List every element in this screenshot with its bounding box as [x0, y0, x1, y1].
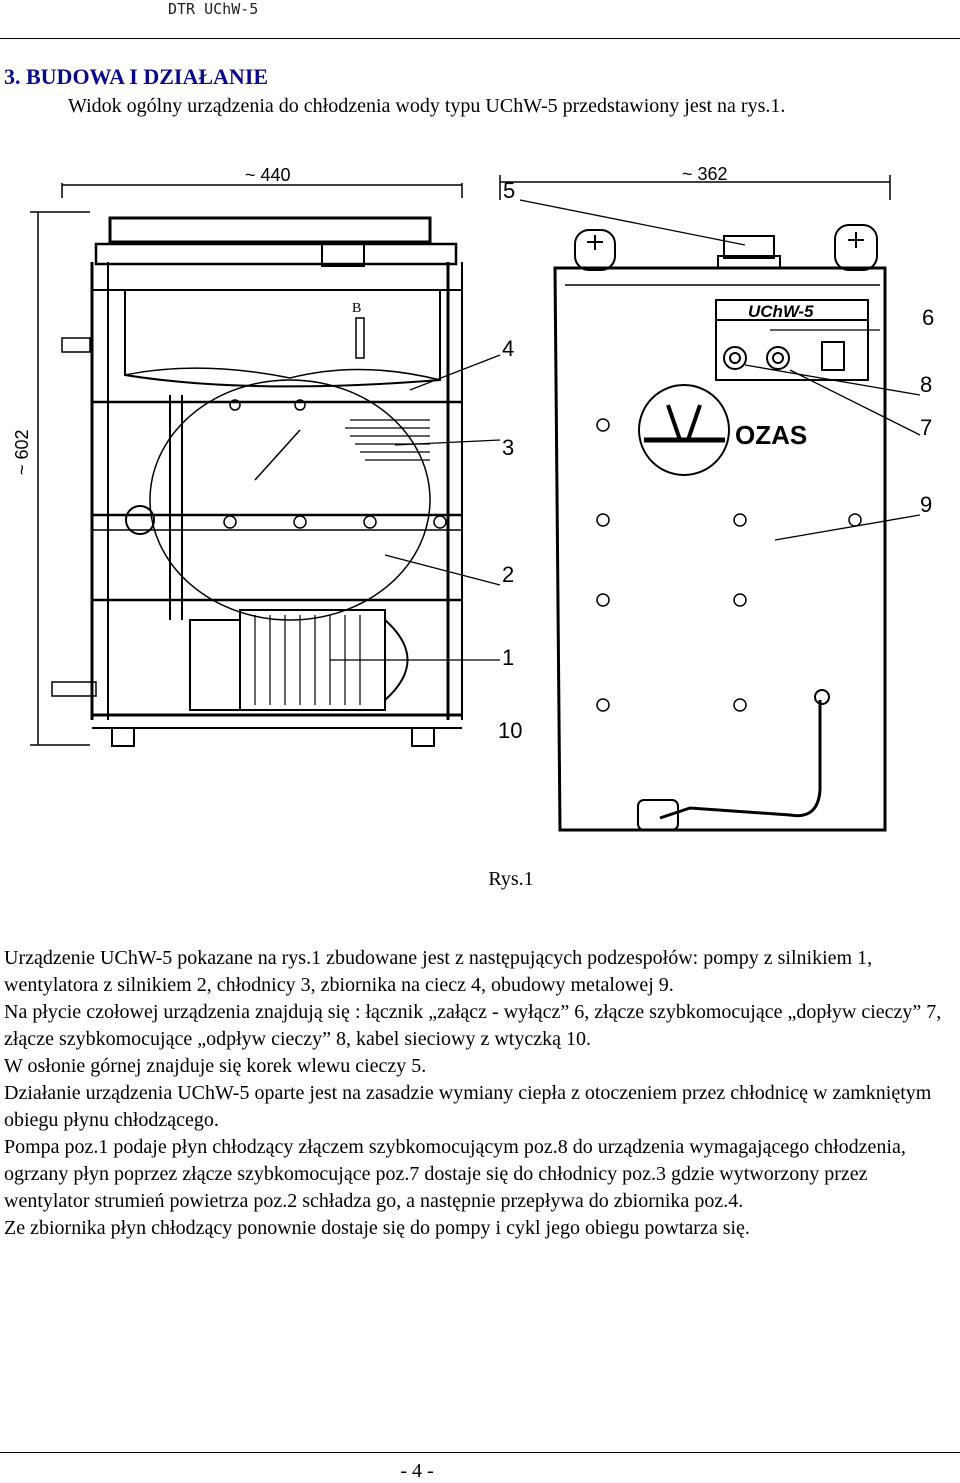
callout-3: 3 [502, 435, 514, 460]
callout-9: 9 [920, 492, 932, 517]
brand-logo-text: OZAS [735, 420, 807, 450]
callout-8: 8 [920, 372, 932, 397]
width-dimension-left: ~ 440 [61, 165, 463, 198]
page-number: - 4 - [400, 1460, 434, 1482]
front-view: ~ 362 UChW-5 OZAS [499, 164, 891, 832]
document-header-title: DTR UChW-5 [168, 0, 259, 18]
header-divider [0, 38, 960, 39]
callout-2: 2 [502, 562, 514, 587]
dimension-height: ~ 602 [12, 429, 32, 475]
panel-model-label: UChW-5 [748, 302, 814, 321]
callout-numbers: 5 6 8 7 9 4 3 2 1 10 [498, 178, 934, 743]
paragraph-filler-cap: W osłonie górnej znajduje się korek wlew… [4, 1055, 427, 1077]
body-text: Urządzenie UChW-5 pokazane na rys.1 zbud… [4, 945, 954, 1242]
technical-drawing-figure: ~ 440 ~ 602 B [0, 155, 960, 875]
callout-4: 4 [502, 336, 514, 361]
paragraph-front-panel: Na płycie czołowej urządzenia znajdują s… [4, 1001, 942, 1050]
section-heading: 3. BUDOWA I DZIAŁANIE [4, 64, 269, 89]
callout-1: 1 [502, 645, 514, 670]
width-dimension-right: ~ 362 [499, 164, 891, 200]
svg-text:B: B [352, 301, 361, 316]
paragraph-principle: Działanie urządzenia UChW-5 oparte jest … [4, 1082, 932, 1131]
callout-10: 10 [498, 718, 522, 743]
callout-7: 7 [920, 415, 932, 440]
dimension-width-right: ~ 362 [682, 164, 728, 184]
side-view: ~ 440 ~ 602 B [12, 165, 463, 747]
callout-leaders [330, 199, 921, 661]
paragraph-cycle: Ze zbiornika płyn chłodzący ponownie dos… [4, 1217, 750, 1239]
device-drawing: ~ 440 ~ 602 B [12, 164, 934, 832]
section-intro: Widok ogólny urządzenia do chłodzenia wo… [68, 95, 786, 117]
callout-5: 5 [503, 178, 515, 203]
paragraph-flow: Pompa poz.1 podaje płyn chłodzący złącze… [4, 1136, 906, 1212]
height-dimension: ~ 602 [12, 211, 90, 746]
callout-6: 6 [922, 305, 934, 330]
footer-divider [0, 1452, 960, 1453]
paragraph-components: Urządzenie UChW-5 pokazane na rys.1 zbud… [4, 947, 873, 996]
figure-caption: Rys.1 [488, 868, 534, 890]
dimension-width-left: ~ 440 [245, 165, 291, 185]
